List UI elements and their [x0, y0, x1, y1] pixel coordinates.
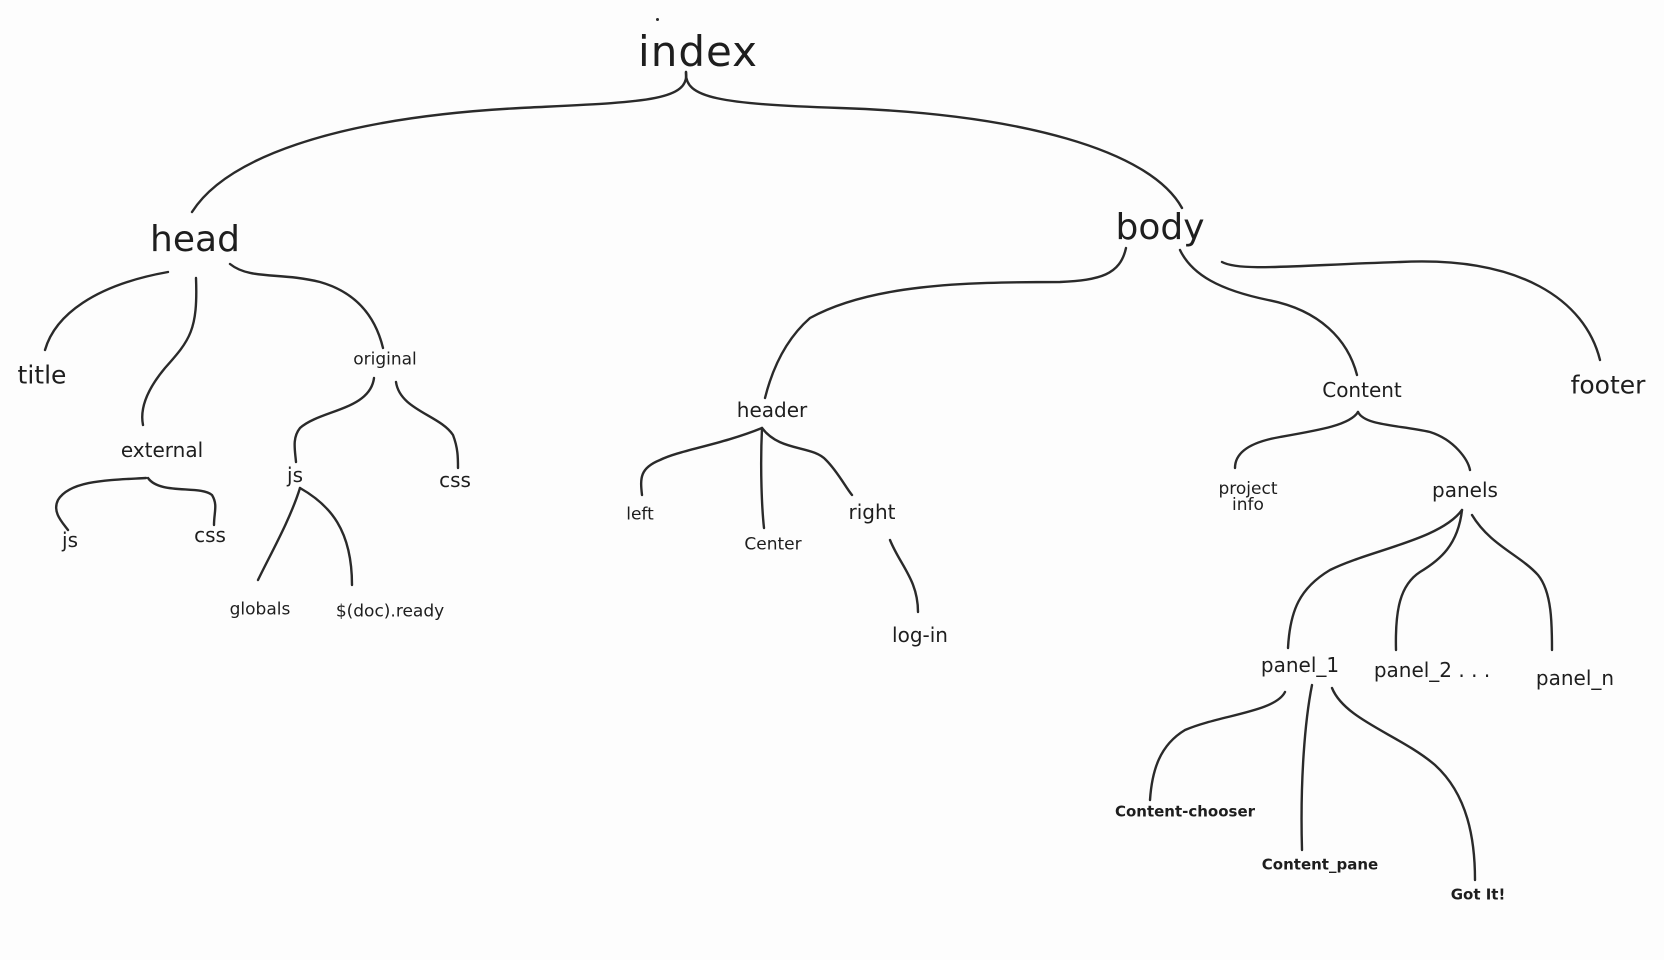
- node-title: title: [17, 360, 67, 390]
- edge-external-js: [54, 476, 148, 532]
- node-content: Content: [1322, 378, 1402, 402]
- edge-external-css: [146, 476, 217, 527]
- node-header: header: [736, 398, 808, 422]
- node-left: left: [626, 504, 654, 525]
- edge-index-body: [684, 70, 1184, 210]
- edge-head-original: [228, 262, 385, 350]
- edge-panels-paneln: [1470, 513, 1554, 652]
- edge-header-left: [639, 426, 764, 497]
- node-footer: footer: [1570, 370, 1646, 400]
- node-right: right: [848, 500, 896, 524]
- edge-panels-panel2: [1394, 508, 1464, 652]
- node-index: index: [638, 27, 758, 76]
- pen-dot: [656, 18, 659, 21]
- node-log-in: log-in: [892, 623, 948, 647]
- node-content-pane: Content_pane: [1261, 855, 1379, 874]
- edge-original-css: [394, 380, 460, 470]
- edge-header-center: [759, 426, 766, 530]
- node-center: Center: [744, 534, 802, 555]
- node-globals: globals: [229, 599, 291, 620]
- node-original-css: css: [439, 468, 471, 492]
- edge-body-header: [763, 246, 1128, 400]
- node-doc-ready: $(doc).ready: [335, 601, 445, 622]
- edge-head-title: [43, 270, 170, 352]
- edge-right-login: [888, 538, 920, 614]
- edge-content-panels: [1356, 410, 1472, 472]
- node-got-it: Got It!: [1450, 885, 1506, 904]
- edge-body-footer: [1220, 260, 1602, 362]
- node-panel-n: panel_n: [1535, 666, 1615, 690]
- node-external-js: js: [62, 528, 78, 552]
- node-head: head: [150, 219, 240, 260]
- node-original-js: js: [287, 463, 303, 487]
- edge-panel1-pane: [1300, 683, 1314, 852]
- node-panel-1: panel_1: [1260, 653, 1340, 677]
- edge-content-projectinfo: [1233, 410, 1360, 470]
- edge-original-js: [293, 376, 376, 464]
- node-external-css: css: [194, 523, 226, 547]
- node-original: original: [353, 349, 417, 370]
- node-body: body: [1115, 207, 1205, 248]
- edge-body-content: [1178, 248, 1359, 377]
- node-panel-2: panel_2 . . .: [1373, 658, 1491, 682]
- node-content-chooser: Content-chooser: [1114, 802, 1256, 821]
- edge-panel1-chooser: [1148, 690, 1287, 802]
- edge-head-external: [141, 276, 198, 427]
- node-project-info: project info: [1218, 478, 1278, 515]
- edge-panel1-gotit: [1330, 686, 1477, 882]
- edge-panels-panel1: [1286, 508, 1464, 650]
- node-panels: panels: [1432, 478, 1498, 502]
- node-external: external: [120, 438, 204, 462]
- edge-js-docready: [298, 486, 354, 587]
- edge-header-right: [760, 426, 854, 497]
- edge-index-head: [190, 70, 688, 214]
- edge-js-globals: [256, 486, 302, 582]
